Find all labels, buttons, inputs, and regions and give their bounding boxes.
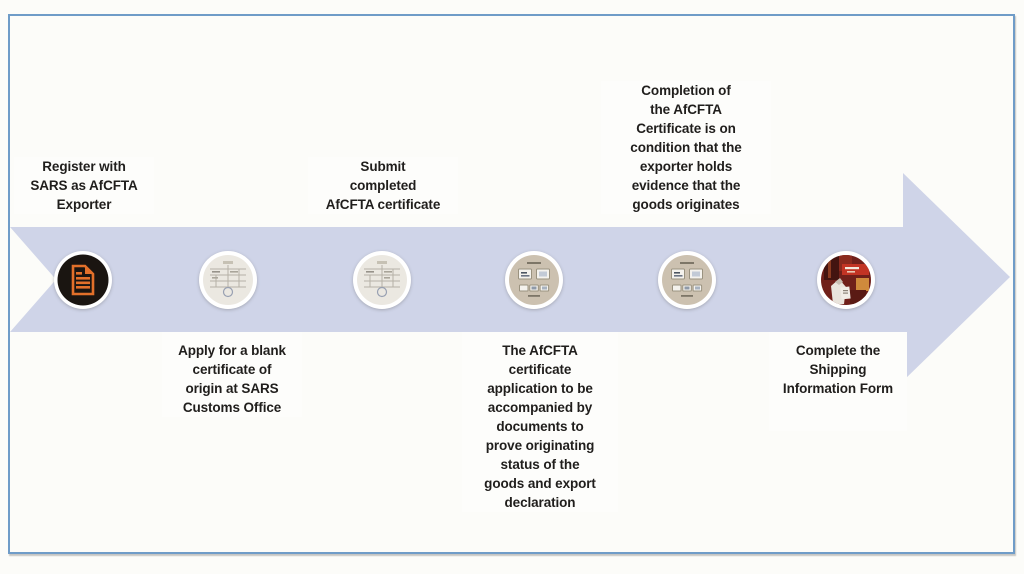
supporting-documents-photo-icon xyxy=(505,251,563,309)
step-5-label: Completion of the AfCFTA Certificate is … xyxy=(601,81,771,214)
shipping-photo-icon xyxy=(817,251,875,309)
registration-document-icon xyxy=(54,251,112,309)
step-1-label: Register with SARS as AfCFTA Exporter xyxy=(14,157,154,214)
step-6-label: Complete the Shipping Information Form xyxy=(769,332,907,431)
step-2-label: Apply for a blank certificate of origin … xyxy=(162,332,302,417)
blank-certificate-photo-icon xyxy=(199,251,257,309)
diagram-frame xyxy=(8,14,1015,554)
evidence-documents-photo-icon xyxy=(658,251,716,309)
step-3-label: Submit completed AfCFTA certificate xyxy=(308,157,458,214)
step-4-label: The AfCFTA certificate application to be… xyxy=(462,332,618,512)
completed-certificate-photo-icon xyxy=(353,251,411,309)
